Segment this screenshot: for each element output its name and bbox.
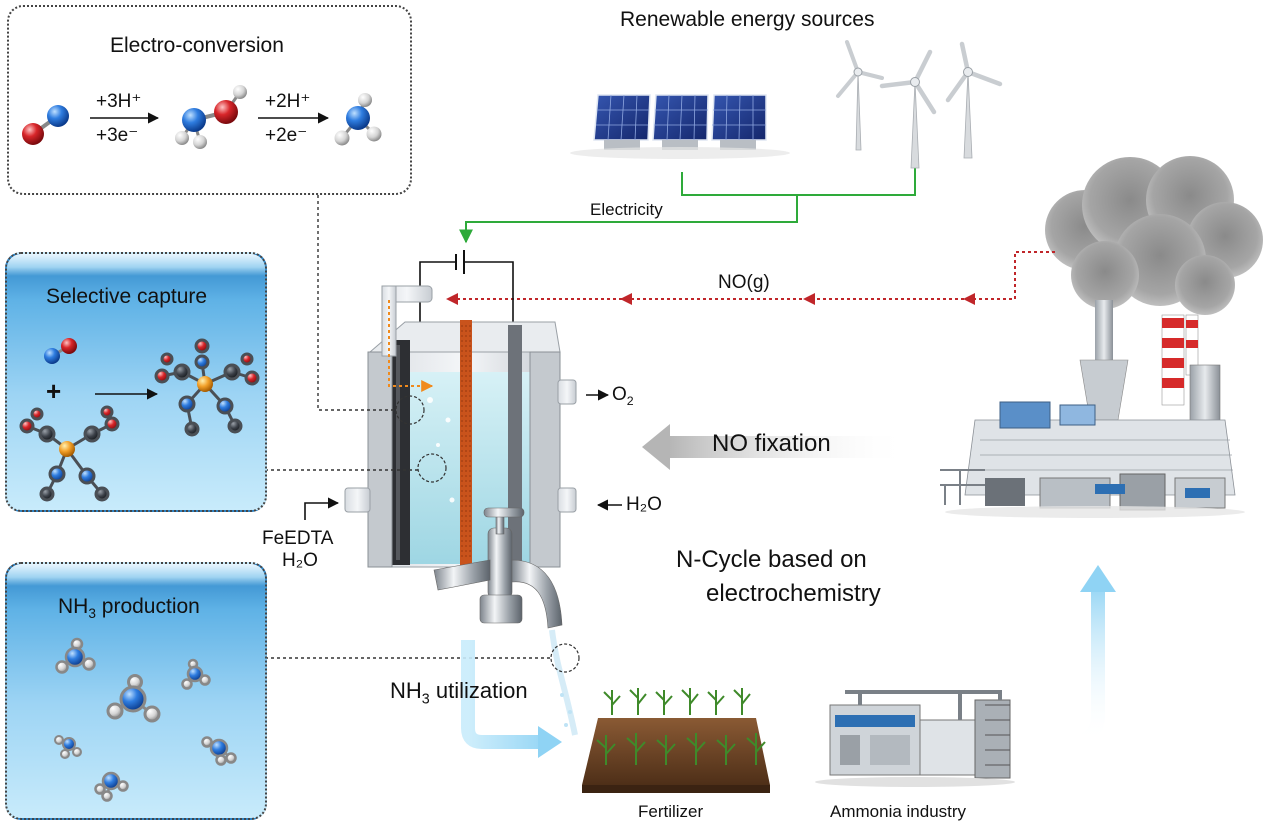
nh3-molecule-f xyxy=(94,771,129,802)
no-gas-label: NO(g) xyxy=(718,272,770,293)
fe-edta-complex-left xyxy=(19,405,120,502)
molecule-no xyxy=(22,105,69,145)
no-fixation-arrow xyxy=(642,424,908,470)
h2o-inlet-label: H₂O xyxy=(626,494,662,515)
ammonia-industry-label: Ammonia industry xyxy=(830,802,967,821)
solar-panel-1 xyxy=(593,94,651,150)
ammonia-plant xyxy=(815,690,1015,787)
chimney-striped xyxy=(1161,314,1199,406)
fertilizer-label: Fertilizer xyxy=(638,802,704,821)
electrochemical-cell xyxy=(344,250,577,568)
nh3-molecule-d xyxy=(54,735,82,759)
panel-nh3-production xyxy=(5,562,267,820)
power-supply xyxy=(419,250,514,322)
electro-conversion-title: Electro-conversion xyxy=(110,34,284,57)
fertilizer-field xyxy=(582,688,770,793)
ammonia-stream xyxy=(549,629,580,736)
panel-electro-conversion xyxy=(7,5,412,195)
flow-arrows xyxy=(461,565,1116,758)
no-fixation-label: NO fixation xyxy=(712,430,831,457)
step1-bottom-label: +3e⁻ xyxy=(96,125,139,146)
nh3-production-title: NH3 production xyxy=(58,595,200,622)
electricity-label: Electricity xyxy=(590,200,663,219)
nh3-molecule-a xyxy=(55,637,96,674)
capture-plus-sign: + xyxy=(46,376,62,406)
step2-bottom-label: +2e⁻ xyxy=(265,125,308,146)
smoke-cloud xyxy=(1045,156,1263,315)
feed-label-fe-edta: FeEDTA xyxy=(262,528,334,549)
renewable-energy-title: Renewable energy sources xyxy=(620,8,875,31)
solar-panels xyxy=(570,94,790,159)
wind-turbine-1 xyxy=(836,40,884,151)
no-molecule-free xyxy=(44,338,77,364)
nh3-molecules xyxy=(54,637,237,802)
fe-edta-no-complex-right xyxy=(154,338,260,437)
wind-turbines xyxy=(836,40,1003,169)
molecule-nh2oh xyxy=(175,85,247,149)
no-gas-line xyxy=(446,251,1055,305)
solar-panel-3 xyxy=(711,94,767,150)
solar-panel-2 xyxy=(652,94,709,150)
panel-selective-capture xyxy=(5,252,267,512)
nh3-molecule-e xyxy=(201,736,237,766)
capture-molecules xyxy=(19,338,260,502)
connector-lines xyxy=(265,195,551,659)
selective-capture-title: Selective capture xyxy=(46,285,208,308)
wind-turbine-2 xyxy=(879,49,937,169)
nh3-molecule-b xyxy=(181,658,211,690)
cell-arrows xyxy=(304,389,622,520)
step1-top-label: +3H⁺ xyxy=(96,91,142,112)
electricity-line xyxy=(459,168,916,244)
factory xyxy=(940,156,1263,518)
nh3-molecule-c xyxy=(106,674,161,723)
n-cycle-label-line1: N-Cycle based on xyxy=(676,546,867,573)
nh3-utilization-label: NH3 utilization xyxy=(390,678,528,708)
wind-turbine-3 xyxy=(945,41,1003,159)
step2-top-label: +2H⁺ xyxy=(265,91,311,112)
n-cycle-label-line2: electrochemistry xyxy=(706,580,881,607)
feed-label-h2o: H₂O xyxy=(282,550,318,571)
molecule-nh3 xyxy=(334,93,382,146)
o2-label: O2 xyxy=(612,384,634,408)
faucet xyxy=(433,507,563,629)
